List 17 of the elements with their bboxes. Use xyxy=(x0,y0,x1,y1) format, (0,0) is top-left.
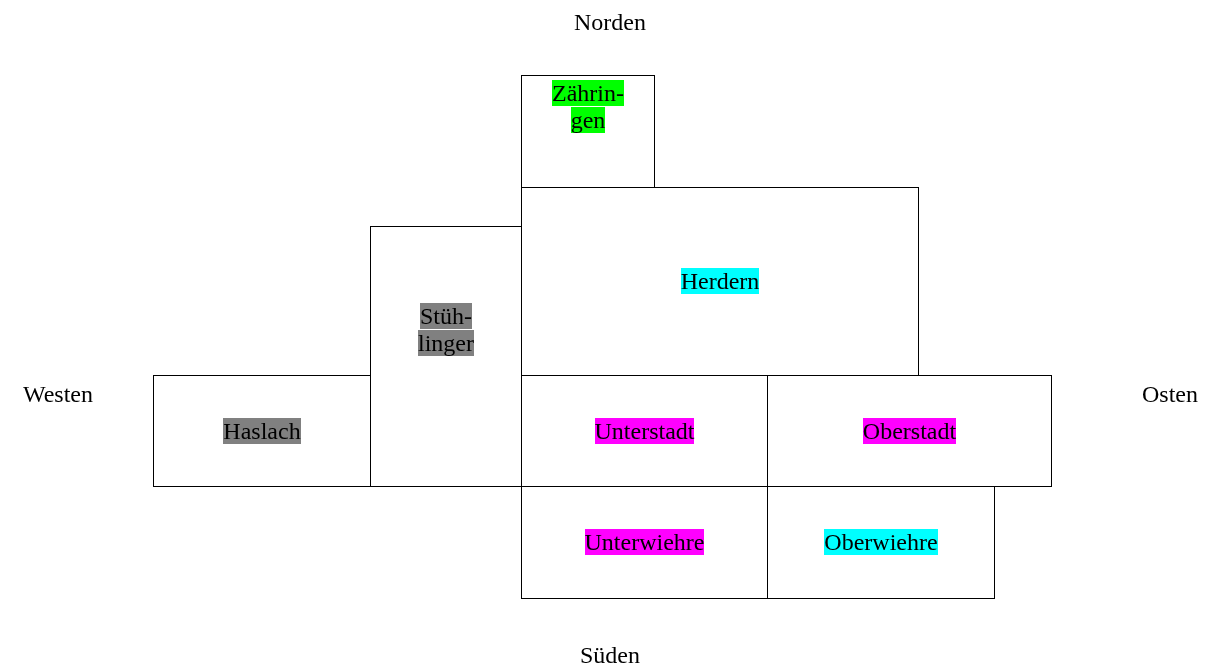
compass-direction: Westen xyxy=(23,380,93,408)
district-name: Haslach xyxy=(223,417,301,445)
district-name: Oberwiehre xyxy=(824,529,938,556)
district-box xyxy=(370,226,522,487)
district-box xyxy=(767,486,995,599)
district-box xyxy=(521,187,919,376)
district-box xyxy=(521,75,655,188)
district-box xyxy=(521,486,768,599)
district-name: Herdern xyxy=(680,268,760,295)
district-name: Stüh- linger xyxy=(417,303,475,357)
district-name: Zährin- gen xyxy=(551,80,625,134)
district-name: Unterwiehre xyxy=(584,529,705,556)
district-box xyxy=(153,375,371,487)
compass-direction: Süden xyxy=(580,641,640,665)
district-name: Oberstadt xyxy=(862,417,957,445)
compass-direction: Norden xyxy=(574,8,646,36)
compass-direction: Osten xyxy=(1142,380,1198,408)
